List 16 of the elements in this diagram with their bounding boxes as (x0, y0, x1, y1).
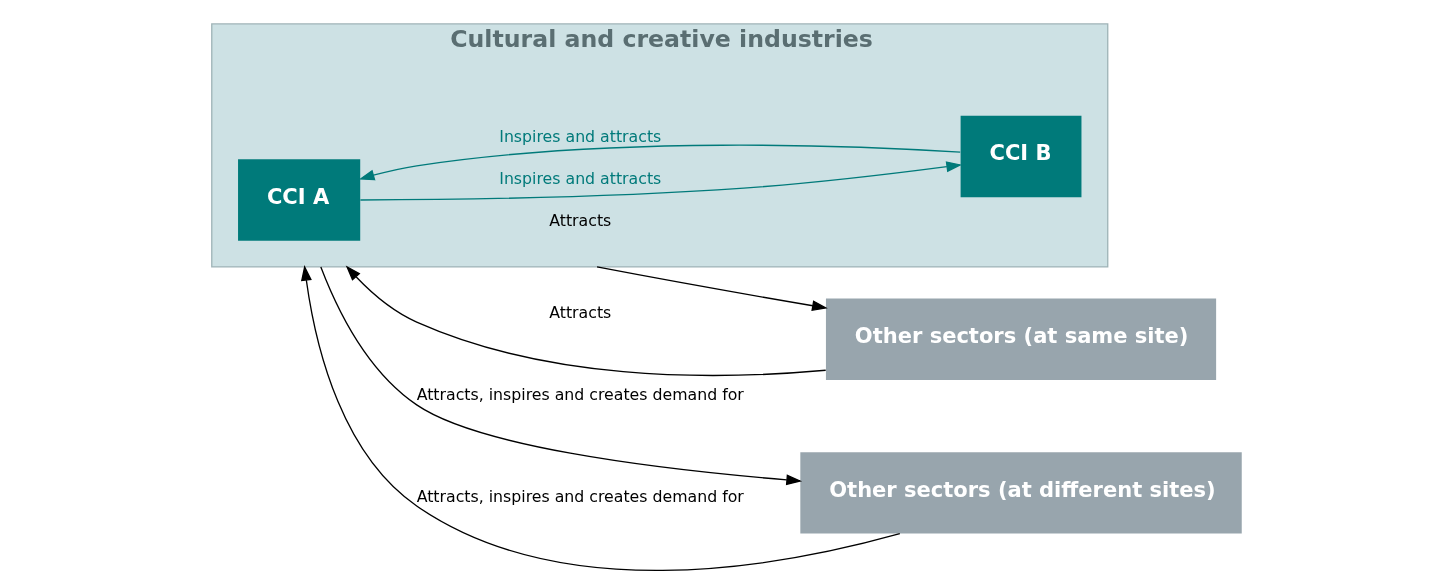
arrow (359, 161, 963, 201)
arrow (596, 266, 828, 312)
edge-label: Attracts (549, 210, 612, 230)
node-box: CCI B (960, 115, 1082, 198)
arrow (300, 264, 901, 572)
arrow (345, 265, 827, 377)
node-box: CCI A (238, 159, 361, 241)
edge-label: Attracts, inspires and creates demand for (416, 385, 744, 405)
arrow (358, 144, 961, 181)
node-box: Other sectors (at different sites) (800, 452, 1242, 534)
edge-label: Inspires and attracts (499, 126, 662, 146)
edge-label: Inspires and attracts (499, 168, 662, 188)
edge-label: Attracts (549, 302, 612, 322)
arrow (320, 266, 803, 486)
node-box: Other sectors (at same site) (825, 298, 1217, 380)
edge-label: Attracts, inspires and creates demand for (416, 486, 744, 506)
